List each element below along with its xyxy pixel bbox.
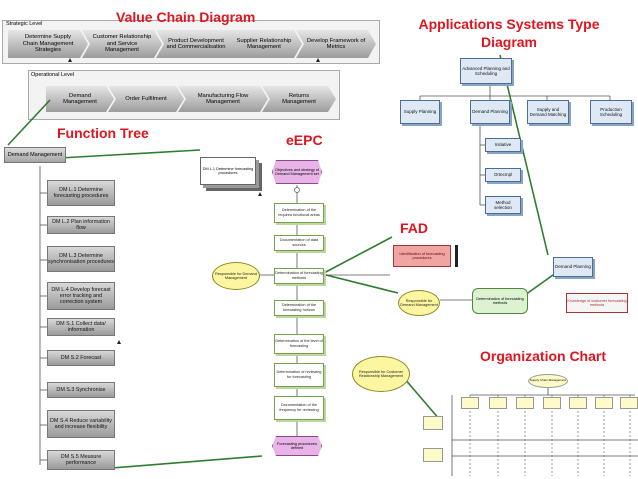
org-box-6[interactable] bbox=[595, 397, 613, 409]
vc-strategic-1[interactable]: Determine Supply Chain Management Strate… bbox=[8, 30, 88, 58]
org-box-5[interactable] bbox=[569, 397, 587, 409]
vc-strategic-5[interactable]: Develop Framework of Metrics bbox=[296, 30, 376, 58]
title-fad: FAD bbox=[400, 220, 428, 236]
vc-operational-1[interactable]: Demand Management bbox=[46, 86, 114, 112]
strategic-level-label: Strategic Level bbox=[6, 21, 43, 27]
ft-item-8[interactable]: DM S.4 Reduce variability and increase f… bbox=[47, 410, 115, 438]
title-org-chart: Organization Chart bbox=[480, 348, 607, 364]
fad-role-ellipse[interactable]: Responsible for Demand Management bbox=[398, 290, 440, 316]
app-child-4[interactable]: Production Scheduling bbox=[590, 100, 632, 124]
app-child-3[interactable]: Supply and Demand Matching bbox=[527, 100, 569, 124]
ft-item-9[interactable]: DM S.5 Measure performance bbox=[47, 450, 115, 470]
eepc-role2-ellipse[interactable]: Responsible for Customer Relationship Ma… bbox=[352, 356, 410, 392]
ft-item-3[interactable]: DM L.3 Determine synchronisation procedu… bbox=[47, 246, 115, 272]
eepc-role-ellipse[interactable]: Responsible for Demand Management bbox=[212, 262, 260, 290]
eepc-step-6[interactable]: Determination of reviewing for forecasti… bbox=[274, 363, 324, 387]
org-top-ellipse[interactable]: Supply Chain Management bbox=[528, 374, 568, 388]
fad-item[interactable]: Identification of forecasting procedures bbox=[393, 245, 451, 267]
org-box-left-1[interactable] bbox=[423, 416, 443, 430]
vc-operational-3[interactable]: Manufacturing Flow Management bbox=[178, 86, 268, 112]
org-box-2[interactable] bbox=[489, 397, 507, 409]
vc-strategic-3[interactable]: Product Development and Commercialisatio… bbox=[156, 30, 236, 58]
app-root[interactable]: Advanced Planning and Scheduling bbox=[460, 58, 512, 84]
org-box-4[interactable] bbox=[543, 397, 561, 409]
fad-flag bbox=[455, 245, 458, 267]
org-box-1[interactable] bbox=[461, 397, 479, 409]
org-box-left-2[interactable] bbox=[423, 448, 443, 462]
ft-item-4[interactable]: DM L.4 Develop forecast error tracking a… bbox=[47, 282, 115, 310]
vc-strategic-4[interactable]: Supplier Relationship Management bbox=[226, 30, 302, 58]
title-applications: Applications Systems Type Diagram bbox=[418, 16, 600, 50]
org-box-3[interactable] bbox=[516, 397, 534, 409]
title-eepc: eEPC bbox=[286, 132, 323, 148]
eepc-start-event[interactable]: Objectives and strategy of Demand Manage… bbox=[272, 160, 322, 184]
ft-item-7[interactable]: DM S.3 Synchronise bbox=[47, 382, 115, 398]
ft-item-1[interactable]: DM L.1 Determine forecasting procedures bbox=[47, 180, 115, 206]
ft-item-5[interactable]: DM S.1 Collect data/ information bbox=[47, 318, 115, 336]
eepc-step-2[interactable]: Documentation of data sources bbox=[274, 235, 324, 251]
app-sub-1[interactable]: Initiative bbox=[485, 138, 521, 152]
eepc-step-4[interactable]: Determination of the forecasting horizon bbox=[274, 300, 324, 316]
vc-operational-2[interactable]: Order Fulfilment bbox=[108, 86, 184, 112]
vc-operational-4[interactable]: Returns Management bbox=[262, 86, 336, 112]
eepc-step-1[interactable]: Determination of the required functional… bbox=[274, 203, 324, 223]
ft-item-6[interactable]: DM S.2 Forecast bbox=[47, 350, 115, 366]
function-tree-root[interactable]: Demand Management bbox=[4, 147, 66, 163]
eepc-step-5[interactable]: Determination of the level of forecastin… bbox=[274, 334, 324, 354]
app-bottom[interactable]: Demand Planning bbox=[553, 257, 593, 277]
fad-knowledge[interactable]: Knowledge of customer forecasting method… bbox=[566, 293, 628, 313]
title-function-tree: Function Tree bbox=[57, 125, 149, 141]
vc-strategic-2[interactable]: Customer Relationship and Service Manage… bbox=[82, 30, 162, 58]
app-child-1[interactable]: Supply Planning bbox=[400, 100, 440, 124]
eepc-step-3[interactable]: Determination of forecasting methods bbox=[274, 268, 324, 284]
eepc-end-event[interactable]: Forecasting procedures defined bbox=[272, 436, 322, 456]
app-child-2[interactable]: Demand Planning bbox=[470, 100, 510, 124]
eepc-top-document[interactable]: DM L.1 Determine forecasting procedures bbox=[200, 157, 256, 185]
title-value-chain: Value Chain Diagram bbox=[116, 9, 256, 25]
eepc-step-7[interactable]: Documentation of the frequency for revie… bbox=[274, 396, 324, 420]
operational-level-label: Operational Level bbox=[31, 72, 75, 78]
app-sub-3[interactable]: Method selection bbox=[485, 196, 521, 214]
app-sub-2[interactable]: Ortecmpl bbox=[485, 168, 521, 182]
fad-function[interactable]: Determination of forecasting methods bbox=[472, 288, 528, 314]
ft-item-2[interactable]: DM L.2 Plan information flow bbox=[47, 216, 115, 234]
